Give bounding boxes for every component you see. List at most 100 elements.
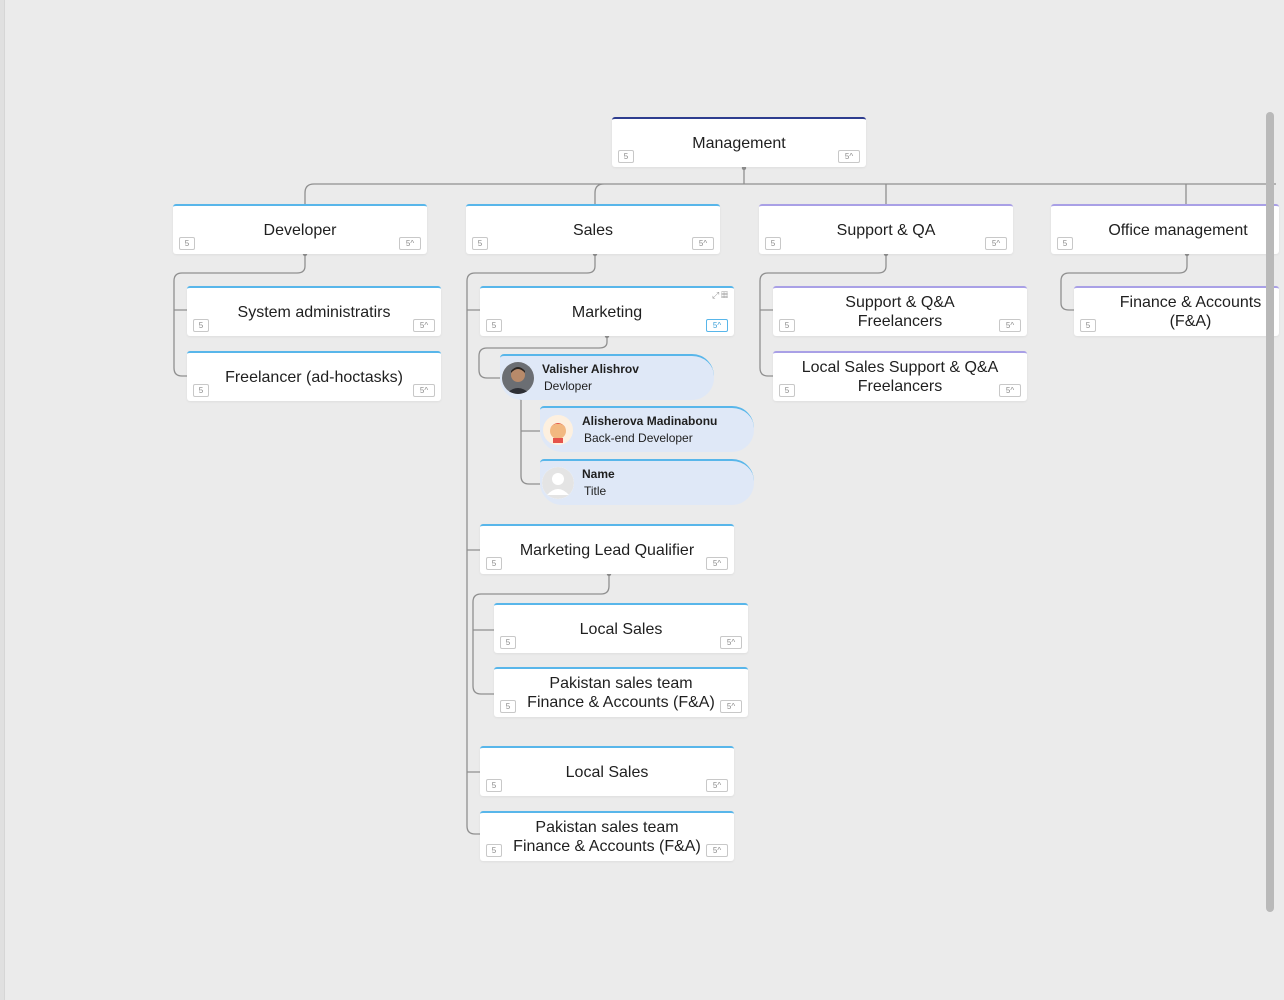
count-badge[interactable]: 5: [486, 557, 502, 570]
canvas-left-edge: [0, 0, 5, 1000]
count-badge[interactable]: 5: [765, 237, 781, 250]
vertical-scrollbar[interactable]: [1266, 112, 1274, 912]
chevron-up-icon: ^: [849, 152, 854, 161]
node-developer[interactable]: Developer 5 5^: [173, 204, 427, 254]
chevron-up-icon: ^: [717, 321, 722, 330]
card-tools[interactable]: ⤢▦: [712, 290, 730, 301]
count-badge[interactable]: 5: [179, 237, 195, 250]
count-badge[interactable]: 5: [486, 319, 502, 332]
node-title: Support & Q&A Freelancers: [845, 294, 955, 330]
node-office-management[interactable]: Office management 5: [1051, 204, 1279, 254]
count-badge[interactable]: 5: [500, 700, 516, 713]
node-system-administrators[interactable]: System administratirs 5 5^: [187, 286, 441, 336]
count: 5: [726, 638, 732, 647]
node-freelancer[interactable]: Freelancer (ad-hoctasks) 5 5^: [187, 351, 441, 401]
count: 5: [991, 239, 997, 248]
node-local-sales[interactable]: Local Sales 5 5^: [480, 746, 734, 796]
count-badge[interactable]: 5: [1057, 237, 1073, 250]
node-pakistan-sales-team[interactable]: Pakistan sales team Finance & Accounts (…: [494, 667, 748, 717]
avatar: [542, 414, 574, 446]
chevron-up-icon: ^: [703, 239, 708, 248]
chevron-up-icon: ^: [717, 559, 722, 568]
count-badge[interactable]: 5: [779, 384, 795, 397]
collapse-badge[interactable]: 5^: [706, 844, 728, 857]
collapse-badge[interactable]: 5^: [720, 700, 742, 713]
grid-icon[interactable]: ▦: [721, 290, 730, 300]
node-finance-accounts[interactable]: Finance & Accounts (F&A) 5: [1074, 286, 1279, 336]
chevron-up-icon: ^: [731, 638, 736, 647]
node-marketing[interactable]: ⤢▦ Marketing 5 5^: [480, 286, 734, 336]
collapse-badge[interactable]: 5^: [999, 319, 1021, 332]
collapse-badge[interactable]: 5^: [399, 237, 421, 250]
node-title: Marketing Lead Qualifier: [519, 541, 695, 559]
node-management[interactable]: Management 5 5^: [612, 117, 866, 167]
collapse-badge[interactable]: 5^: [706, 779, 728, 792]
node-marketing-lead-qualifier[interactable]: Marketing Lead Qualifier 5 5^: [480, 524, 734, 574]
expand-icon[interactable]: ⤢: [711, 290, 722, 300]
person-title: Title: [584, 484, 607, 498]
chevron-up-icon: ^: [410, 239, 415, 248]
person-title: Devloper: [544, 379, 593, 393]
chevron-up-icon: ^: [424, 386, 429, 395]
node-support-freelancers[interactable]: Support & Q&A Freelancers 5 5^: [773, 286, 1027, 336]
collapse-badge[interactable]: 5^: [985, 237, 1007, 250]
collapse-badge[interactable]: 5^: [413, 319, 435, 332]
node-pakistan-sales-team[interactable]: Pakistan sales team Finance & Accounts (…: [480, 811, 734, 861]
node-title: System administratirs: [237, 303, 391, 321]
count: 5: [1005, 321, 1011, 330]
person-name: Valisher Alishrov: [542, 362, 639, 376]
avatar-placeholder-icon: [542, 467, 574, 499]
node-local-support-freelancers[interactable]: Local Sales Support & Q&A Freelancers 5 …: [773, 351, 1027, 401]
count-badge[interactable]: 5: [618, 150, 634, 163]
node-local-sales[interactable]: Local Sales 5 5^: [494, 603, 748, 653]
count: 5: [712, 846, 718, 855]
count-badge[interactable]: 5: [193, 319, 209, 332]
person-name: Name: [582, 467, 615, 481]
count-badge[interactable]: 5: [193, 384, 209, 397]
node-title: Office management: [1108, 221, 1248, 239]
chevron-up-icon: ^: [424, 321, 429, 330]
node-title: Support & QA: [836, 221, 936, 239]
avatar: [502, 362, 534, 394]
node-sales[interactable]: Sales 5 5^: [466, 204, 720, 254]
count: 5: [726, 702, 732, 711]
count-badge[interactable]: 5: [486, 844, 502, 857]
collapse-badge[interactable]: 5^: [720, 636, 742, 649]
count-badge[interactable]: 5: [1080, 319, 1096, 332]
node-title: Developer: [263, 221, 337, 239]
collapse-badge[interactable]: 5^: [413, 384, 435, 397]
node-support-qa[interactable]: Support & QA 5 5^: [759, 204, 1013, 254]
chevron-up-icon: ^: [1010, 321, 1015, 330]
node-title: Freelancer (ad-hoctasks): [225, 368, 403, 386]
collapse-badge[interactable]: 5^: [692, 237, 714, 250]
count: 5: [419, 386, 425, 395]
collapse-badge[interactable]: 5^: [706, 319, 728, 332]
person-title: Back-end Developer: [584, 431, 693, 445]
count: 5: [405, 239, 411, 248]
chevron-up-icon: ^: [731, 702, 736, 711]
count: 5: [712, 781, 718, 790]
count-badge[interactable]: 5: [779, 319, 795, 332]
person-card[interactable]: Name Title: [540, 459, 754, 505]
person-card[interactable]: Valisher Alishrov Devloper: [500, 354, 714, 400]
count: 5: [419, 321, 425, 330]
chevron-up-icon: ^: [717, 846, 722, 855]
count-badge[interactable]: 5: [486, 779, 502, 792]
node-title: Pakistan sales team Finance & Accounts (…: [513, 819, 701, 855]
count: 5: [698, 239, 704, 248]
chevron-up-icon: ^: [996, 239, 1001, 248]
person-name: Alisherova Madinabonu: [582, 414, 718, 428]
count: 5: [1005, 386, 1011, 395]
collapse-badge[interactable]: 5^: [706, 557, 728, 570]
chevron-up-icon: ^: [1010, 386, 1015, 395]
count: 5: [712, 321, 718, 330]
chevron-up-icon: ^: [717, 781, 722, 790]
count-badge[interactable]: 5: [500, 636, 516, 649]
count-badge[interactable]: 5: [472, 237, 488, 250]
node-title: Management: [692, 134, 786, 152]
node-title: Local Sales: [579, 620, 663, 638]
collapse-badge[interactable]: 5^: [999, 384, 1021, 397]
node-title: Sales: [572, 221, 614, 239]
collapse-badge[interactable]: 5^: [838, 150, 860, 163]
person-card[interactable]: Alisherova Madinabonu Back-end Developer: [540, 406, 754, 452]
